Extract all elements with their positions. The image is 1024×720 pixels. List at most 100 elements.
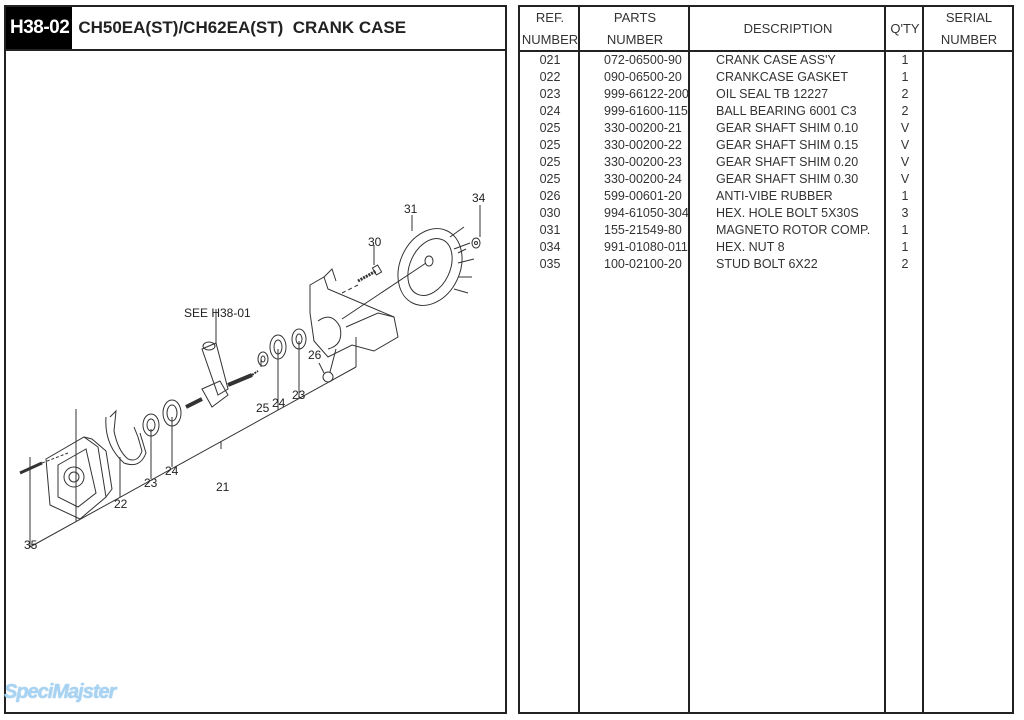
cell-part: 072-06500-90 [604,53,682,67]
table-row: 024 999-61600-115 BALL BEARING 6001 C3 2 [520,104,1012,121]
callout-34: 34 [472,191,486,205]
cell-qty: 1 [901,189,909,203]
header-ref: REF. NUMBER [521,10,579,47]
anti-vibe-rubber-26 [318,348,337,383]
title-bar: H38-02 CH50EA(ST)/CH62EA(ST) CRANK CASE [6,7,505,51]
stud-bolt-35 [19,452,69,475]
page-title: CH50EA(ST)/CH62EA(ST) CRANK CASE [78,18,407,37]
cell-ref: 026 [539,189,561,203]
cell-part: 100-02100-20 [604,257,682,271]
header-description: DESCRIPTION [743,21,833,36]
cell-part: 155-21549-80 [604,223,682,237]
cell-qty: 3 [901,206,909,220]
cell-ref: 025 [539,172,561,186]
cell-ref: 023 [539,87,561,101]
callout-23b: 23 [292,388,306,402]
cell-desc: GEAR SHAFT SHIM 0.15 [716,138,859,152]
cell-part: 991-01080-011 [604,240,688,254]
cell-part: 999-66122-200 [604,87,688,101]
crankcase-right-half [309,268,399,358]
callout-30: 30 [368,235,382,249]
cell-ref: 021 [539,53,561,67]
shim-25 [257,351,269,367]
cell-desc: GEAR SHAFT SHIM 0.30 [716,172,859,186]
see-reference-note: SEE H38-01 [184,306,251,320]
cell-qty: 2 [901,87,909,101]
cell-desc: HEX. HOLE BOLT 5X30S [716,206,859,220]
callout-21: 21 [216,480,230,494]
cell-qty: 1 [901,223,909,237]
cell-desc: BALL BEARING 6001 C3 [716,104,857,118]
magneto-rotor-31 [341,215,475,320]
crankshaft [185,319,259,409]
cell-ref: 031 [539,223,561,237]
col-ref [520,7,580,712]
cell-part: 330-00200-23 [604,155,682,169]
callout-25: 25 [256,401,270,415]
cell-qty: 2 [901,104,909,118]
diagram-panel: H38-02 CH50EA(ST)/CH62EA(ST) CRANK CASE [4,5,507,714]
cell-ref: 024 [539,104,561,118]
table-row: 031 155-21549-80 MAGNETO ROTOR COMP. 1 [520,223,1012,240]
callout-35: 35 [24,538,38,552]
col-qty [884,7,924,712]
col-parts [578,7,690,712]
leader-line-21 [29,366,357,548]
cell-desc: CRANKCASE GASKET [716,70,848,84]
header-serial-number: SERIAL NUMBER [940,10,998,47]
table-row: 023 999-66122-200 OIL SEAL TB 12227 2 [520,87,1012,104]
cell-desc: MAGNETO ROTOR COMP. [716,223,871,237]
callout-26: 26 [308,348,322,362]
callout-24a: 24 [165,464,179,478]
header-parts-number: PARTS NUMBER [606,10,664,47]
table-row: 021 072-06500-90 CRANK CASE ASS'Y 1 [520,53,1012,70]
cell-qty: 1 [901,53,909,67]
callout-24b: 24 [272,396,286,410]
cell-desc: CRANK CASE ASS'Y [716,53,836,67]
cell-qty: V [900,121,910,135]
parts-table: REF. NUMBER PARTS NUMBER DESCRIPTION Q'T… [518,5,1014,714]
hex-nut-34 [457,205,481,254]
cell-ref: 034 [539,240,561,254]
cell-ref: 030 [539,206,561,220]
cell-desc: OIL SEAL TB 12227 [716,87,829,101]
cell-qty: V [900,155,910,169]
cell-part: 994-61050-304 [604,206,688,220]
cell-part: 330-00200-24 [604,172,682,186]
cell-part: 999-61600-115 [604,104,688,118]
hex-bolt-30 [341,245,383,294]
header-divider [520,50,1012,52]
callout-31: 31 [404,202,418,216]
ball-bearing-24b [269,334,287,360]
cell-desc: STUD BOLT 6X22 [716,257,818,271]
col-description [688,7,886,712]
callout-23a: 23 [144,476,158,490]
cell-desc: GEAR SHAFT SHIM 0.20 [716,155,859,169]
cell-part: 330-00200-21 [604,121,682,135]
cell-qty: V [900,138,910,152]
page-code: H38-02 [6,7,73,49]
table-row: 030 994-61050-304 HEX. HOLE BOLT 5X30S 3 [520,206,1012,223]
watermark-logo: SpeciMajster [4,681,116,703]
cell-qty: 1 [901,240,909,254]
cell-ref: 022 [539,70,561,84]
cell-desc: HEX. NUT 8 [716,240,785,254]
table-row: 022 090-06500-20 CRANKCASE GASKET 1 [520,70,1012,87]
cell-ref: 035 [539,257,561,271]
table-row: 034 991-01080-011 HEX. NUT 8 1 [520,240,1012,257]
cell-ref: 025 [539,155,561,169]
ball-bearing-24a [162,399,182,427]
cell-qty: 1 [901,70,909,84]
table-row: 025 330-00200-23 GEAR SHAFT SHIM 0.20 V [520,155,1012,172]
crankcase-left-half [45,436,113,520]
callout-22: 22 [114,497,128,511]
header-qty: Q'TY [890,21,920,36]
cell-part: 090-06500-20 [604,70,682,84]
cell-part: 330-00200-22 [604,138,682,152]
oil-seal-23b [291,328,307,350]
